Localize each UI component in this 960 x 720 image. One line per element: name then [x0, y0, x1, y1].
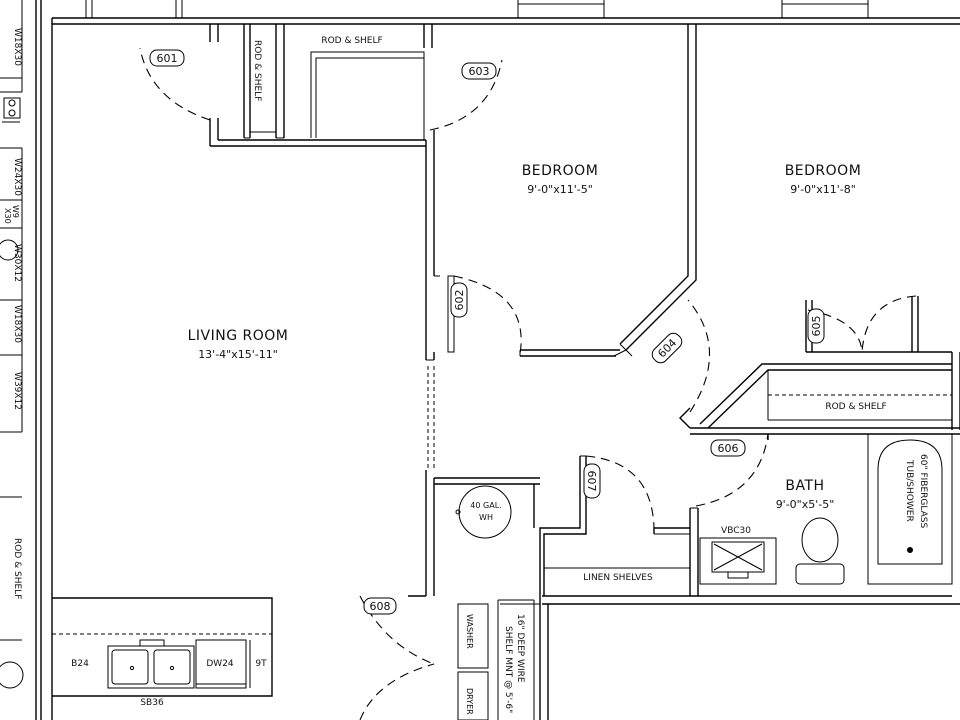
bedroom-1-name: BEDROOM — [522, 163, 599, 179]
kitchen-wall-cabinets — [0, 0, 53, 720]
door-tag-605: 605 — [807, 308, 825, 344]
linen-shelves-label: LINEN SHELVES — [583, 573, 653, 583]
water-heater-label: WH — [479, 513, 493, 522]
cabinet-label: X30 — [3, 208, 12, 224]
water-heater: 40 GAL. WH — [455, 485, 512, 539]
cabinet-label: W39X12 — [12, 372, 22, 410]
door-tag-607: 607 — [583, 463, 601, 499]
cabinet-label: W18X30 — [12, 305, 22, 343]
door-swings — [139, 47, 917, 720]
door-number: 602 — [453, 290, 466, 311]
living-room-dims: 13'-4"x15'-11" — [198, 348, 278, 361]
tub-label: TUB/SHOWER — [904, 459, 914, 522]
door-number: 608 — [370, 600, 391, 613]
door-number: 605 — [810, 316, 823, 337]
rod-shelf-label: ROD & SHELF — [825, 402, 886, 412]
bedroom-2-name: BEDROOM — [785, 163, 862, 179]
door-tag-604: 604 — [651, 332, 683, 364]
door-tag-608: 608 — [363, 597, 397, 615]
toilet — [795, 517, 845, 585]
vanity: VBC30 — [699, 526, 777, 585]
bath-dims: 9'-0"x5'-5" — [776, 498, 835, 511]
bath-name: BATH — [785, 478, 824, 494]
rod-shelf-label: ROD & SHELF — [321, 36, 382, 46]
cabinet-label: W9 — [11, 205, 20, 218]
door-number: 607 — [585, 471, 598, 492]
door-tag-601: 601 — [149, 49, 185, 67]
door-tag-603: 603 — [461, 62, 497, 80]
base-cabinet-label: B24 — [71, 659, 89, 669]
walls — [52, 0, 960, 720]
cabinet-label: W18X30 — [12, 28, 22, 66]
door-number: 606 — [718, 442, 739, 455]
sink-base-label: SB36 — [140, 698, 164, 708]
bedroom-1-dims: 9'-0"x11'-5" — [527, 183, 593, 196]
filler-label: 9T — [255, 659, 267, 669]
door-number: 603 — [469, 65, 490, 78]
door-number: 601 — [157, 52, 178, 65]
shelf-note: 16" DEEP WIRE — [515, 614, 525, 683]
bedroom-2-dims: 9'-0"x11'-8" — [790, 183, 856, 196]
cabinet-label: W24X30 — [12, 158, 22, 196]
vanity-label: VBC30 — [721, 526, 751, 536]
living-room-name: LIVING ROOM — [188, 328, 289, 344]
rod-shelf-label: ROD & SHELF — [252, 40, 262, 101]
cabinet-label: W30X12 — [12, 244, 22, 282]
rod-shelf-label: ROD & SHELF — [12, 538, 22, 599]
door-tag-602: 602 — [450, 282, 468, 318]
water-heater-label: 40 GAL. — [470, 501, 501, 510]
dishwasher-label: DW24 — [206, 659, 234, 669]
tub-shower: 60" FIBERGLASS TUB/SHOWER — [867, 433, 953, 585]
tub-label: 60" FIBERGLASS — [918, 454, 928, 528]
dryer-label: DRYER — [465, 688, 474, 715]
door-tag-606: 606 — [710, 439, 746, 457]
washer-label: WASHER — [465, 614, 474, 649]
shelf-note: SHELF MNT @ 5'-6" — [503, 626, 513, 713]
